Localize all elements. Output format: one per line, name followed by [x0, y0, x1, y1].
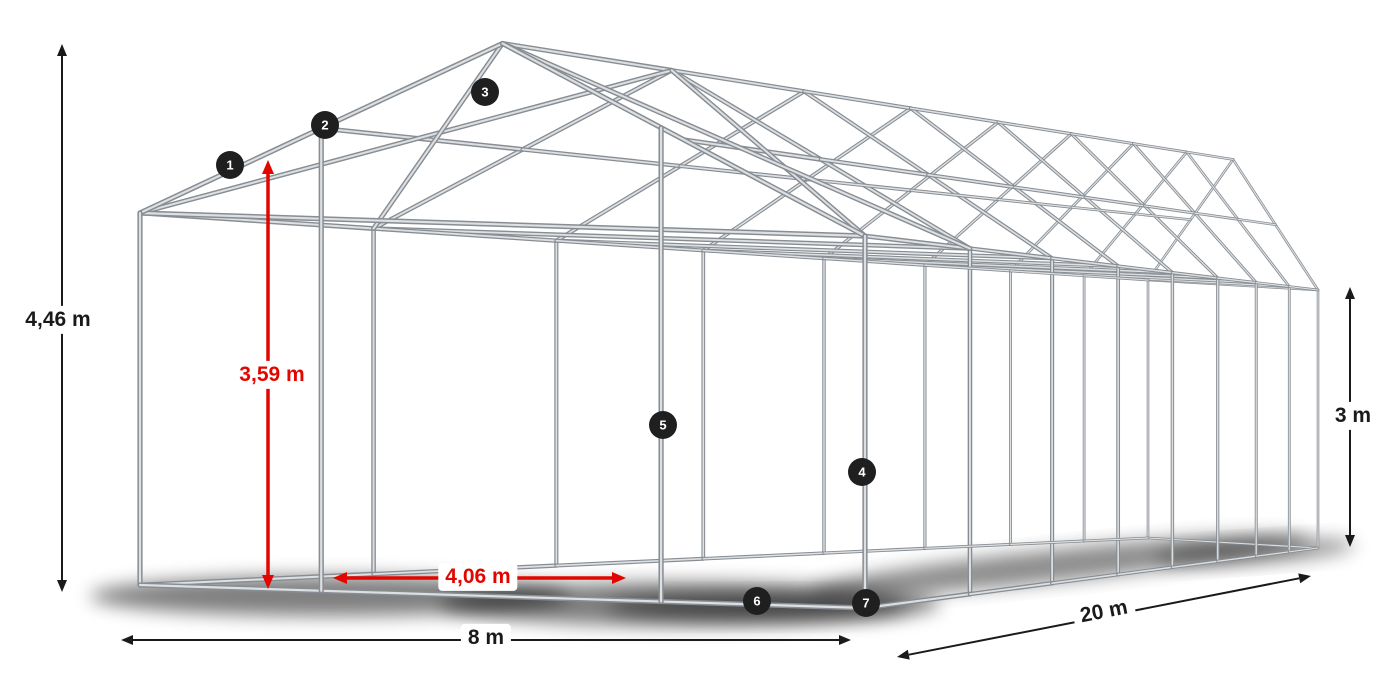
marker-5: 5 [649, 411, 677, 439]
svg-text:5: 5 [659, 418, 666, 433]
label-total-height: 4,46 m [18, 305, 98, 335]
svg-text:3: 3 [481, 85, 488, 100]
marker-3: 3 [471, 78, 499, 106]
marker-4: 4 [848, 458, 876, 486]
marker-6: 6 [743, 587, 771, 615]
label-entrance-width: 4,06 m [438, 562, 518, 592]
svg-text:7: 7 [862, 596, 869, 611]
svg-text:4: 4 [858, 465, 866, 480]
svg-text:6: 6 [753, 594, 760, 609]
marker-7: 7 [852, 589, 880, 617]
svg-text:1: 1 [226, 158, 233, 173]
label-clear-height: 3,59 m [232, 360, 312, 390]
marker-1: 1 [216, 151, 244, 179]
label-side-height: 3 m [1327, 401, 1379, 431]
marker-2: 2 [311, 111, 339, 139]
label-width: 8 m [460, 623, 512, 653]
svg-text:2: 2 [321, 118, 328, 133]
part-markers: 1 2 3 4 5 6 7 [216, 78, 880, 617]
